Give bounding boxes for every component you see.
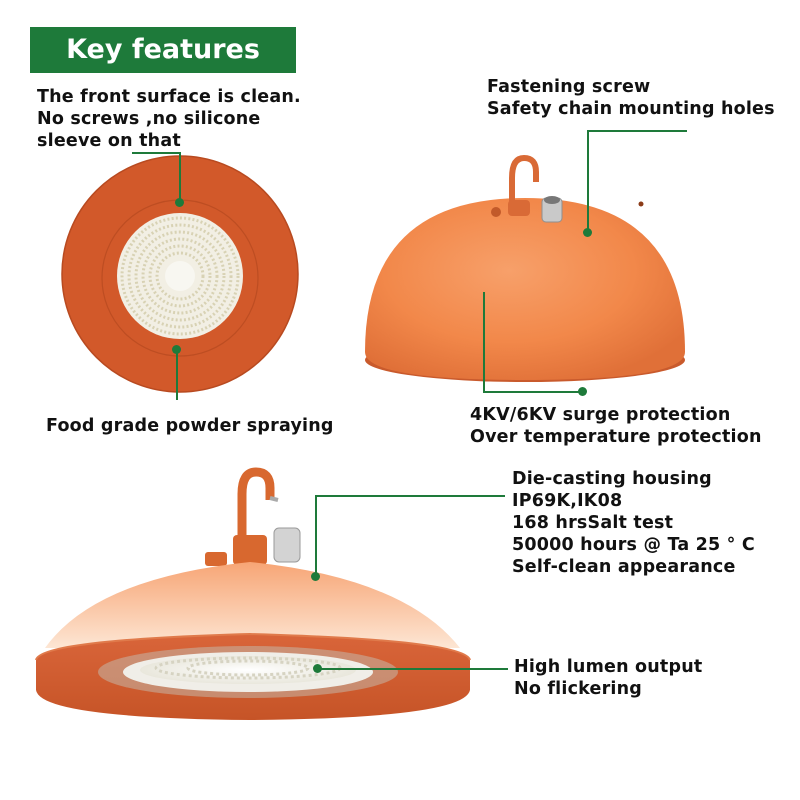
screw-dot: [583, 228, 592, 237]
key-features-banner: Key features: [30, 27, 296, 73]
lumen-text: High lumen output No flickering: [514, 656, 702, 700]
front-surface-line-3: sleeve on that: [37, 131, 181, 151]
banner-title: Key features: [66, 34, 260, 65]
housing-leader-v: [315, 495, 317, 575]
lumen-line-2: No flickering: [514, 679, 642, 699]
lumen-leader-h: [318, 668, 508, 670]
surge-leader-v: [483, 292, 485, 392]
housing-line-3: 168 hrsSalt test: [512, 513, 674, 533]
surge-line-2: Over temperature protection: [470, 427, 762, 447]
screw-text: Fastening screw Safety chain mounting ho…: [487, 76, 775, 120]
front-surface-leader-v: [179, 152, 181, 202]
housing-line-5: Self-clean appearance: [512, 557, 736, 577]
powder-line-1: Food grade powder spraying: [46, 416, 334, 436]
powder-dot: [172, 345, 181, 354]
screw-line-2: Safety chain mounting holes: [487, 99, 775, 119]
housing-leader-h: [315, 495, 505, 497]
housing-text: Die-casting housing IP69K,IK08 168 hrsSa…: [512, 468, 755, 578]
front-surface-text: The front surface is clean. No screws ,n…: [37, 86, 301, 152]
front-surface-line-2: No screws ,no silicone: [37, 109, 261, 129]
top-view-light: [365, 154, 685, 382]
lumen-line-1: High lumen output: [514, 657, 703, 677]
powder-leader-v: [176, 350, 178, 400]
side-view-light: [35, 467, 471, 720]
screw-leader-v: [587, 130, 589, 230]
front-surface-line-1: The front surface is clean.: [37, 87, 301, 107]
lumen-dot: [313, 664, 322, 673]
powder-text: Food grade powder spraying: [46, 415, 334, 437]
surge-dot: [578, 387, 587, 396]
housing-line-4: 50000 hours @ Ta 25 ° C: [512, 535, 755, 555]
surge-leader-h: [483, 391, 583, 393]
surge-line-1: 4KV/6KV surge protection: [470, 405, 731, 425]
housing-dot: [311, 572, 320, 581]
front-surface-dot: [175, 198, 184, 207]
surge-text: 4KV/6KV surge protection Over temperatur…: [470, 404, 762, 448]
screw-leader-h: [587, 130, 687, 132]
front-surface-leader-h: [132, 152, 180, 154]
screw-line-1: Fastening screw: [487, 77, 651, 97]
housing-line-1: Die-casting housing: [512, 469, 712, 489]
front-view-light: [61, 155, 299, 393]
housing-line-2: IP69K,IK08: [512, 491, 623, 511]
